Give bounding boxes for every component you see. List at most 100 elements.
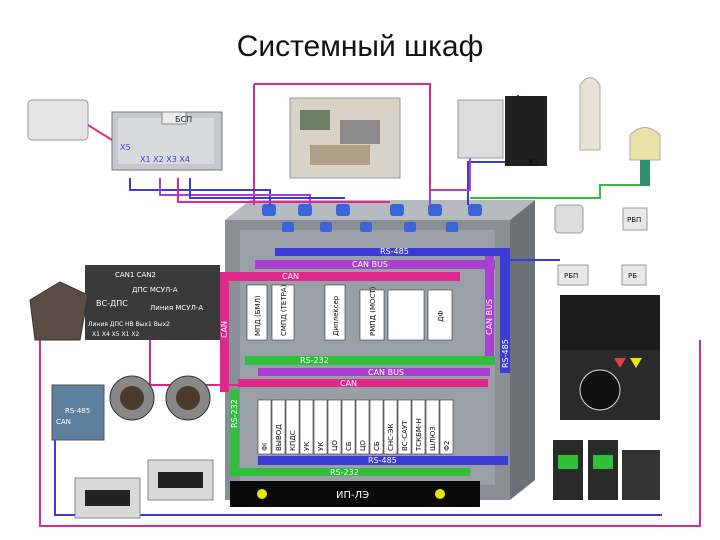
can-mid-label: CAN — [282, 272, 299, 281]
can-bus-top-bar — [255, 260, 495, 269]
lower-module-10 — [397, 399, 412, 455]
can-port-labels: CAN1 CAN2 — [115, 271, 156, 279]
keypad-panel-image — [560, 295, 660, 350]
module-smpd-label: СМПД (ТЕТРА) — [280, 284, 288, 336]
pbp-panel — [557, 264, 589, 286]
left-can-label: CAN — [56, 418, 71, 426]
rs232-left-label: RS-232 — [230, 399, 239, 428]
x1-right-label: X1 — [528, 158, 539, 167]
vs-dps-label: ВС-ДПС — [96, 299, 128, 308]
lower-module-3 — [299, 399, 314, 455]
module-rmpd — [359, 289, 385, 341]
lower-module-9 — [383, 399, 398, 455]
display-unit-image — [622, 450, 660, 500]
lower-module-2 — [285, 399, 300, 455]
bsp-device: БСП X5 X1 X2 X3 X4 — [111, 111, 223, 171]
rs232-left-vbar — [230, 390, 239, 470]
vs-dps-handset-image — [29, 281, 89, 341]
lower-module-label-6: СБ — [345, 441, 353, 451]
antenna-image — [579, 77, 601, 151]
rpb-top-key — [554, 204, 584, 234]
rs232-bottom-bar — [230, 468, 470, 476]
rs485-top-label: RS-485 — [380, 247, 409, 256]
lower-module-label-12: ШЛЮЗ — [429, 426, 437, 451]
lower-module-13 — [439, 399, 454, 455]
cabinet-side — [510, 200, 535, 500]
rs485-right-label: RS-485 — [501, 339, 510, 368]
lower-module-label-2: КПДС — [289, 430, 297, 451]
left-rs485-label: RS-485 — [65, 407, 90, 415]
lower-module-8 — [369, 399, 384, 455]
can-lower-label: CAN — [340, 379, 357, 388]
page-title: Системный шкаф — [236, 30, 484, 63]
module-diplexer-label: Диплексер — [332, 295, 340, 336]
bsp-x5-label: X5 — [120, 143, 131, 152]
lower-module-label-1: ВЫВОД — [275, 424, 283, 451]
module-blank — [387, 289, 425, 341]
lower-module-label-4: УК — [317, 442, 325, 451]
module-diplexer — [324, 284, 346, 341]
lower-module-label-5: ЦО — [331, 440, 339, 451]
terminal-unit-image — [27, 99, 89, 141]
psu-label: ИП-ЛЭ — [336, 490, 369, 501]
upper-module-row: МПД (БМЛ) СМПД (ТЕТРА) Диплексер РМПД (М… — [246, 284, 453, 341]
module-mpd-label: МПД (БМЛ) — [254, 295, 262, 336]
lower-module-4 — [313, 399, 328, 455]
can-bus-right-vbar — [485, 256, 494, 356]
bsp-ports-label: X1 X2 X3 X4 — [140, 155, 190, 164]
psu-indicator-left — [257, 489, 267, 499]
rs485-top-bar — [275, 248, 510, 256]
lower-module-5 — [327, 399, 342, 455]
can-bus-top-label: CAN BUS — [352, 260, 388, 269]
can-lower-bar — [238, 379, 488, 387]
lower-module-7 — [355, 399, 370, 455]
can-bus-lower-label: CAN BUS — [368, 368, 404, 377]
lower-module-label-8: СБ — [373, 441, 381, 451]
rs232-mid-bar — [245, 356, 495, 365]
module-df — [427, 289, 453, 341]
can-mid-bar — [220, 272, 460, 281]
lower-module-1 — [271, 399, 286, 455]
dps-line-label: ДПС МСУЛ-А — [132, 286, 178, 294]
rs485-bottom-bar — [258, 456, 508, 465]
lower-module-label-10: ВС-САУТ — [401, 420, 409, 451]
lower-module-label-7: ЦО — [359, 440, 367, 451]
bsp-label: БСП — [175, 115, 192, 124]
antenna-connectors — [262, 204, 482, 232]
radio-station-image — [505, 96, 547, 166]
lower-module-label-3: УК — [303, 442, 311, 451]
rs232-mid-label: RS-232 — [300, 356, 329, 365]
wire-red-top — [254, 83, 431, 205]
module-df-label: ДФ — [437, 311, 445, 323]
module-smpd — [271, 284, 295, 341]
indicator-right-image — [588, 440, 618, 500]
can-bus-lower-bar — [258, 368, 490, 376]
gps-antenna-image — [629, 127, 661, 161]
lower-module-label-9: СНС-ЭК — [387, 424, 395, 451]
module-rmpd-label: РМПД (МОСТ) — [369, 286, 377, 336]
lower-module-11 — [411, 399, 426, 455]
lower-module-0 — [257, 399, 272, 455]
pb-top-panel — [622, 207, 648, 231]
lower-module-6 — [341, 399, 356, 455]
terminal-printer-image — [457, 99, 504, 159]
lower-module-label-0: ФI — [261, 443, 269, 451]
rs485-right-vbar — [500, 248, 510, 373]
row-ports: X1 X4 X5 X1 X2 — [92, 331, 139, 338]
rs232-bottom-label: RS-232 — [330, 468, 359, 477]
can-left-vbar — [220, 272, 229, 392]
wire-can-outer — [39, 300, 701, 527]
lower-module-label-11: ТСКБМ-Н — [415, 418, 423, 452]
module-mpd — [246, 284, 268, 341]
wire-rs485-outer — [54, 420, 662, 516]
lower-module-row: ФI ВЫВОД КПДС УК УК ЦО СБ ЦО СБ СНС-ЭК ВС-САУТ ТСКБ… — [257, 399, 454, 455]
rs485-bottom-label: RS-485 — [368, 456, 397, 465]
pbp-label: РБП — [564, 272, 578, 280]
indicator-left-image — [553, 440, 583, 500]
row-labels: Линия ДПС НВ Вых1 Вых2 — [88, 321, 170, 328]
psu-indicator-right — [435, 489, 445, 499]
can-left-label: CAN — [220, 321, 229, 338]
rpb-label-top: РБП — [627, 216, 641, 224]
line-msul-label: Линия МСУЛ-А — [150, 304, 203, 312]
